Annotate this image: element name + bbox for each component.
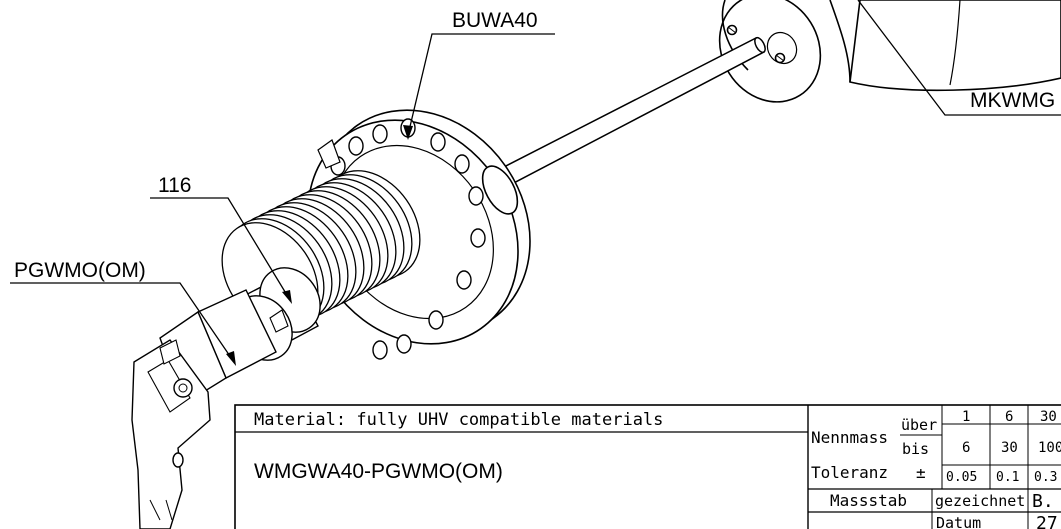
- ueber-label: über: [901, 416, 937, 434]
- leader-116: [150, 197, 291, 301]
- label-mkwmg: MKWMG: [970, 89, 1055, 112]
- leader-pgwmo: [10, 282, 235, 363]
- tol-value-3: 0.3: [1034, 470, 1057, 485]
- gezeichnet-label: gezeichnet: [935, 492, 1025, 510]
- ueber-value-3: 30: [1040, 409, 1057, 425]
- leader-lines: [10, 0, 1061, 363]
- massstab-label: Massstab: [830, 491, 907, 510]
- ueber-value-1: 1: [962, 409, 970, 425]
- part-name: WMGWA40-PGWMO(OM): [254, 460, 503, 483]
- leader-mkwmg: [857, 0, 1061, 116]
- material-text: Material: fully UHV compatible materials: [254, 410, 663, 430]
- ueber-value-2: 6: [1005, 409, 1013, 425]
- plusminus-label: ±: [916, 463, 926, 482]
- label-buwa40: BUWA40: [452, 9, 538, 32]
- datum-label: Datum: [936, 514, 981, 529]
- datum-value: 27: [1036, 513, 1058, 529]
- label-116: 116: [158, 174, 191, 197]
- bis-label: bis: [902, 440, 929, 458]
- title-block: Material: fully UHV compatible materials…: [234, 404, 1061, 529]
- label-pgwmo: PGWMO(OM): [14, 259, 146, 282]
- mkwmg-part: [718, 0, 1061, 103]
- gezeichnet-value: B.: [1032, 491, 1054, 512]
- nennmass-label: Nennmass: [811, 428, 888, 447]
- leader-buwa40: [407, 33, 555, 136]
- bis-value-3: 100: [1038, 440, 1061, 456]
- bis-value-2: 30: [1001, 440, 1018, 456]
- toleranz-label: Toleranz: [811, 463, 888, 482]
- bis-value-1: 6: [962, 440, 970, 456]
- tol-value-1: 0.05: [946, 470, 977, 485]
- tol-value-2: 0.1: [996, 470, 1019, 485]
- pgwmo-holder: [131, 289, 277, 529]
- shaft: [496, 36, 766, 187]
- leader-arrowheads: [226, 125, 413, 366]
